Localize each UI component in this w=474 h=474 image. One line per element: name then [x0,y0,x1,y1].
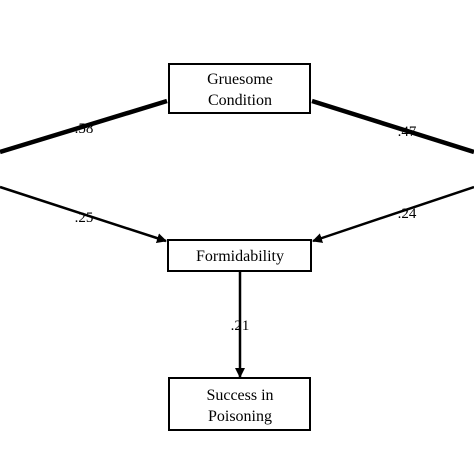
node-success-label-line1: Success in [206,387,273,404]
coef-gruesome-to-right: .47 [398,124,417,140]
node-gruesome-label-line1: Gruesome [207,71,273,88]
coef-left-to-formidability: .25 [75,210,94,226]
node-formidability-label: Formidability [196,248,284,265]
coef-left-to-gruesome: .58 [75,121,94,137]
node-formidability [167,239,312,272]
coef-right-to-formidability: .24 [398,206,417,222]
node-gruesome-label-line2: Condition [208,92,272,109]
path-gruesome-to-right [311,98,474,155]
path-left-to-formidability [0,185,167,243]
node-success-in-poisoning [168,377,311,431]
node-success-label-line2: Poisoning [208,408,272,425]
coef-formidability-to-success: .21 [231,318,250,334]
path-right-to-formidability [312,185,474,243]
node-gruesome-condition [168,63,311,114]
path-left-to-gruesome [0,98,168,155]
